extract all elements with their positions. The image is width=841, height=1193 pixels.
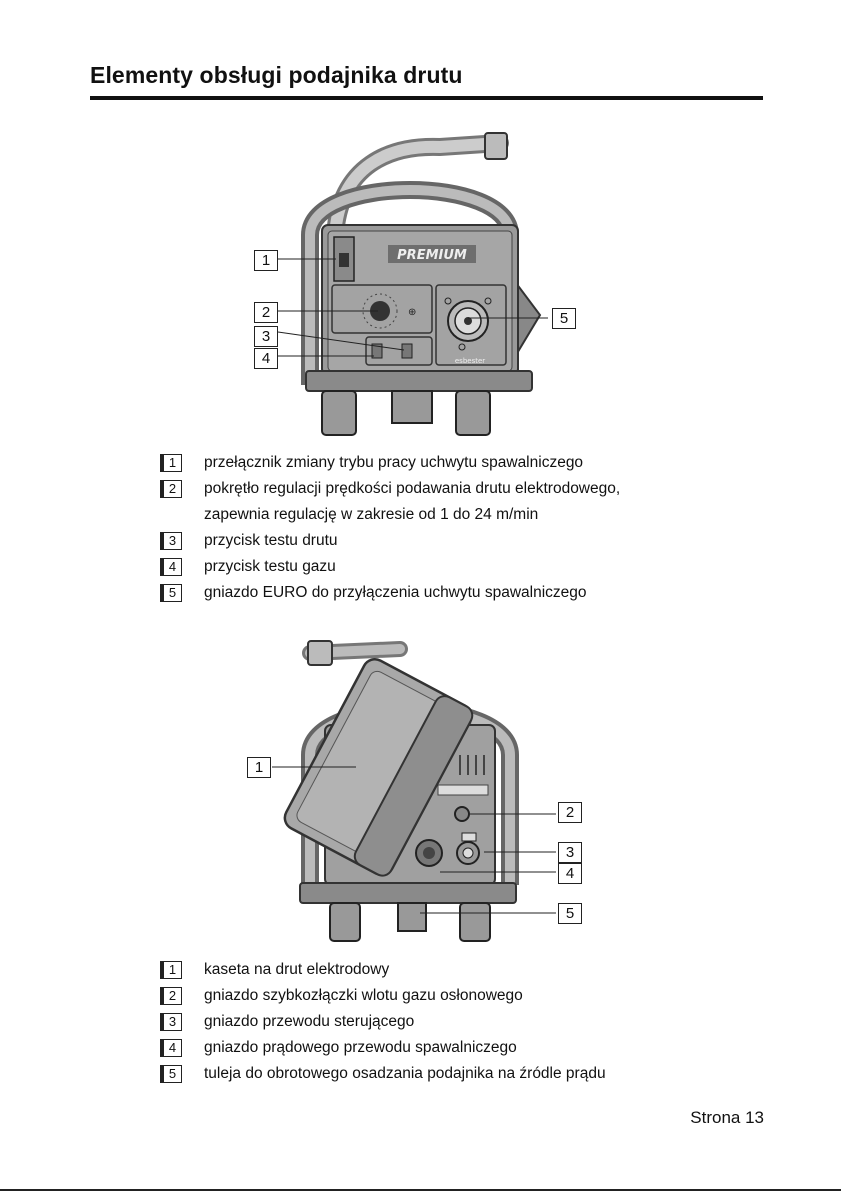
back-callout-3: 3: [558, 842, 582, 863]
bottom-rule: [0, 1189, 841, 1191]
back-callout-5: 5: [558, 903, 582, 924]
front-callout-1: 1: [254, 250, 278, 271]
back-callout-1: 1: [247, 757, 271, 778]
brand-logo: PREMIUM: [388, 245, 476, 263]
svg-text:esbester: esbester: [455, 357, 485, 365]
legend-text: pokrętło regulacji prędkości podawania d…: [204, 480, 621, 497]
legend-text: przełącznik zmiany trybu pracy uchwytu s…: [204, 454, 584, 471]
svg-text:⊕: ⊕: [408, 307, 416, 318]
front-callout-2: 2: [254, 302, 278, 323]
front-leader-lines: [277, 258, 548, 357]
wire-feeder-back-drawing: [283, 640, 519, 942]
page-title: Elementy obsługi podajnika drutu: [90, 62, 463, 88]
legend-number: 3: [160, 532, 182, 550]
page-number: Strona 13: [690, 1108, 764, 1127]
legend-number: 4: [160, 1039, 182, 1057]
legend-number: 1: [160, 454, 182, 472]
legend-text: przycisk testu drutu: [204, 532, 338, 549]
legend-text: gniazdo EURO do przyłączenia uchwytu spa…: [204, 584, 587, 601]
legend-number: 2: [160, 987, 182, 1005]
back-callout-4: 4: [558, 863, 582, 884]
front-view-illustration: PREMIUM ⊕ esbester: [240, 125, 600, 445]
front-callout-5: 5: [552, 308, 576, 329]
legend-text: zapewnia regulację w zakresie od 1 do 24…: [204, 506, 539, 523]
legend-text: gniazdo szybkozłączki wlotu gazu osłonow…: [204, 987, 523, 1004]
legend-number: 5: [160, 1065, 182, 1083]
legend-number: 1: [160, 961, 182, 979]
back-leader-lines: [272, 766, 556, 914]
front-callout-4: 4: [254, 348, 278, 369]
legend-number: 2: [160, 480, 182, 498]
back-view-illustration: [270, 635, 550, 950]
legend-text: gniazdo prądowego przewodu spawalniczego: [204, 1039, 517, 1056]
legend-number: 5: [160, 584, 182, 602]
front-callout-3: 3: [254, 326, 278, 347]
legend-text: kaseta na drut elektrodowy: [204, 961, 390, 978]
back-callout-2: 2: [558, 802, 582, 823]
title-rule: [90, 96, 763, 100]
svg-text:PREMIUM: PREMIUM: [397, 248, 467, 263]
wire-feeder-front-drawing: PREMIUM ⊕ esbester: [301, 132, 542, 436]
legend-text: gniazdo przewodu sterującego: [204, 1013, 415, 1030]
legend-number: 3: [160, 1013, 182, 1031]
legend-text: tuleja do obrotowego osadzania podajnika…: [204, 1065, 606, 1082]
legend-text: przycisk testu gazu: [204, 558, 336, 575]
legend-number: 4: [160, 558, 182, 576]
